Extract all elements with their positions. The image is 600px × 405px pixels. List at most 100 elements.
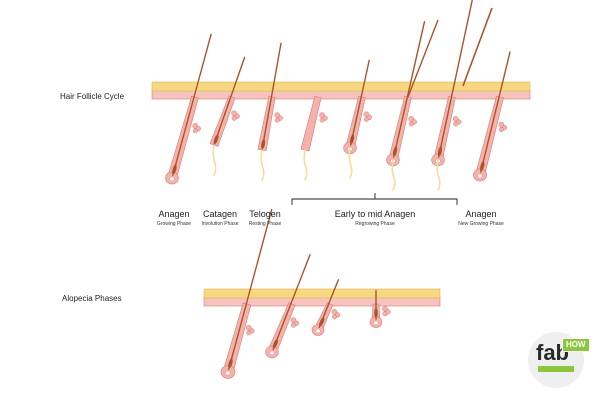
gland-lobe xyxy=(319,117,325,123)
long-hair-shaft xyxy=(407,19,439,98)
club-hair xyxy=(391,159,396,191)
cycle-title: Hair Follicle Cycle xyxy=(60,92,125,101)
phase-name: Early to mid Anagen xyxy=(334,209,416,219)
alopecia-title: Alopecia Phases xyxy=(62,294,122,303)
gland-lobe xyxy=(290,322,296,328)
sebaceous-gland xyxy=(408,116,417,127)
dermal-papilla xyxy=(225,370,231,376)
dermal-papilla xyxy=(477,173,483,179)
hair-root xyxy=(392,146,398,157)
phase-name: Anagen xyxy=(465,209,497,219)
sebaceous-gland xyxy=(245,324,255,336)
logo-fab-text: fab xyxy=(536,340,569,365)
sebaceous-gland xyxy=(363,111,373,122)
hair-root xyxy=(213,134,219,145)
long-hair-shaft xyxy=(462,7,493,87)
gland-lobe xyxy=(408,121,414,127)
gland-lobe xyxy=(274,117,280,123)
hair-root xyxy=(319,317,325,327)
phase-early-to-mid-anagen: Early to mid Anagen Regrowing Phase xyxy=(315,209,435,228)
dermal-papilla xyxy=(169,176,175,182)
gland-lobe xyxy=(331,314,337,320)
logo-how-badge: HOW xyxy=(562,338,590,352)
gland-lobe xyxy=(363,116,369,122)
fabhow-logo: fab HOW xyxy=(528,332,592,388)
follicle-sheath xyxy=(300,95,322,152)
hair-root xyxy=(228,358,233,369)
phase-catagen: Catagen Involution Phase xyxy=(180,209,260,228)
gland-lobe xyxy=(498,127,504,133)
hair-follicle xyxy=(343,59,373,179)
hair-shaft xyxy=(213,56,246,146)
hair-root xyxy=(437,146,443,157)
alopecia-skin-strip xyxy=(203,288,441,307)
phase-anagen: Anagen Growing Phase xyxy=(134,209,214,228)
hair-root xyxy=(261,139,266,150)
sebaceous-gland xyxy=(274,112,283,123)
hair-shaft xyxy=(272,254,311,350)
gland-lobe xyxy=(231,115,237,121)
sebaceous-gland xyxy=(231,110,240,121)
phase-subtitle: Growing Phase xyxy=(156,221,192,227)
phase-name: Anagen xyxy=(158,209,190,219)
cycle-skin-strip xyxy=(151,81,531,100)
sebaceous-gland xyxy=(192,122,201,134)
sebaceous-gland xyxy=(331,309,341,320)
hair-follicle xyxy=(386,21,426,191)
logo-underline xyxy=(538,366,574,372)
epidermis-band xyxy=(203,288,441,299)
sebaceous-gland xyxy=(319,112,328,123)
epidermis-band xyxy=(151,81,531,92)
hair-root xyxy=(172,164,177,175)
gland-lobe xyxy=(453,121,459,127)
phase-subtitle: Involution Phase xyxy=(201,221,239,227)
hair-follicle xyxy=(265,254,311,359)
hair-follicle xyxy=(473,51,511,182)
club-hair xyxy=(436,159,441,191)
phase-subtitle: Resting Phase xyxy=(248,221,282,227)
dermis-band xyxy=(203,296,441,307)
hair-shaft xyxy=(261,42,282,151)
hair-root xyxy=(374,308,378,318)
phase-name: Catagen xyxy=(202,209,238,219)
dermal-papilla xyxy=(373,320,379,326)
hair-shaft xyxy=(172,33,212,176)
sebaceous-gland xyxy=(290,317,300,328)
hair-follicle xyxy=(220,208,273,379)
hair-follicle xyxy=(165,33,212,185)
hair-shaft xyxy=(392,21,426,158)
hair-root xyxy=(349,134,355,145)
phase-subtitle: New Growing Phase xyxy=(458,221,504,227)
phase-new-anagen: Anagen New Growing Phase xyxy=(441,209,521,228)
sebaceous-gland xyxy=(452,116,462,127)
phase-name: Telogen xyxy=(249,209,281,219)
hair-follicle xyxy=(257,42,283,181)
phase-telogen: Telogen Resting Phase xyxy=(225,209,305,228)
hair-follicle xyxy=(300,95,328,181)
gland-lobe xyxy=(382,311,388,317)
hair-follicle xyxy=(431,0,473,191)
club-hair xyxy=(348,147,353,179)
hair-follicle xyxy=(369,290,391,328)
hair-shaft xyxy=(349,59,370,146)
hair-shaft xyxy=(480,51,511,173)
club-hair xyxy=(303,149,308,181)
sebaceous-gland xyxy=(498,121,508,133)
hair-root xyxy=(272,339,279,349)
phase-subtitle: Regrowing Phase xyxy=(355,221,395,227)
dermis-band xyxy=(151,89,531,100)
hair-shaft xyxy=(437,0,473,158)
club-hair xyxy=(260,149,265,181)
hair-follicle xyxy=(209,56,246,176)
phase-bracket xyxy=(291,193,458,205)
club-hair xyxy=(212,144,217,176)
dermal-papilla xyxy=(315,328,321,334)
hair-shaft xyxy=(228,208,273,370)
hair-follicle xyxy=(311,279,341,336)
dermal-papilla xyxy=(269,350,275,356)
gland-lobe xyxy=(192,128,198,134)
gland-lobe xyxy=(246,330,252,336)
sebaceous-gland xyxy=(382,305,391,317)
